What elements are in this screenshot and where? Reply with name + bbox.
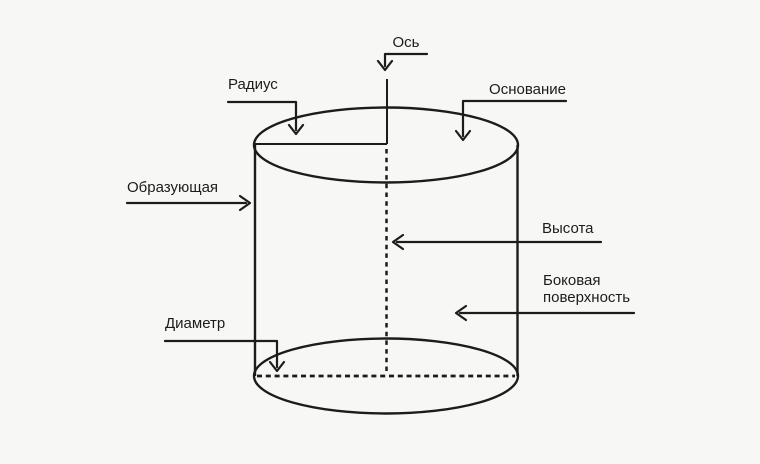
radius-leader-arrow: [226, 100, 305, 136]
generatrix-leader-arrow: [125, 194, 252, 212]
arrow-left-icon: [391, 233, 405, 251]
arrow-down-icon: [454, 129, 472, 142]
label-base: Основание: [489, 81, 566, 98]
arrow-left-icon: [454, 304, 468, 322]
arrow-down-icon: [287, 123, 305, 136]
axis-leader-arrow: [376, 52, 429, 72]
height-leader-arrow: [391, 233, 603, 251]
label-diameter: Диаметр: [165, 315, 226, 332]
label-radius: Радиус: [228, 76, 278, 93]
lateral-surface-leader-arrow: [454, 304, 636, 322]
label-generatrix: Образующая: [127, 179, 219, 196]
arrow-down-icon: [376, 59, 394, 72]
label-lateral-surface: Боковая поверхность: [543, 272, 631, 307]
label-height: Высота: [542, 220, 594, 237]
base-leader-arrow: [454, 99, 568, 142]
label-axis: Ось: [392, 34, 420, 51]
arrow-right-icon: [238, 194, 252, 212]
arrow-down-icon: [268, 360, 286, 373]
diameter-leader-arrow: [163, 339, 286, 373]
